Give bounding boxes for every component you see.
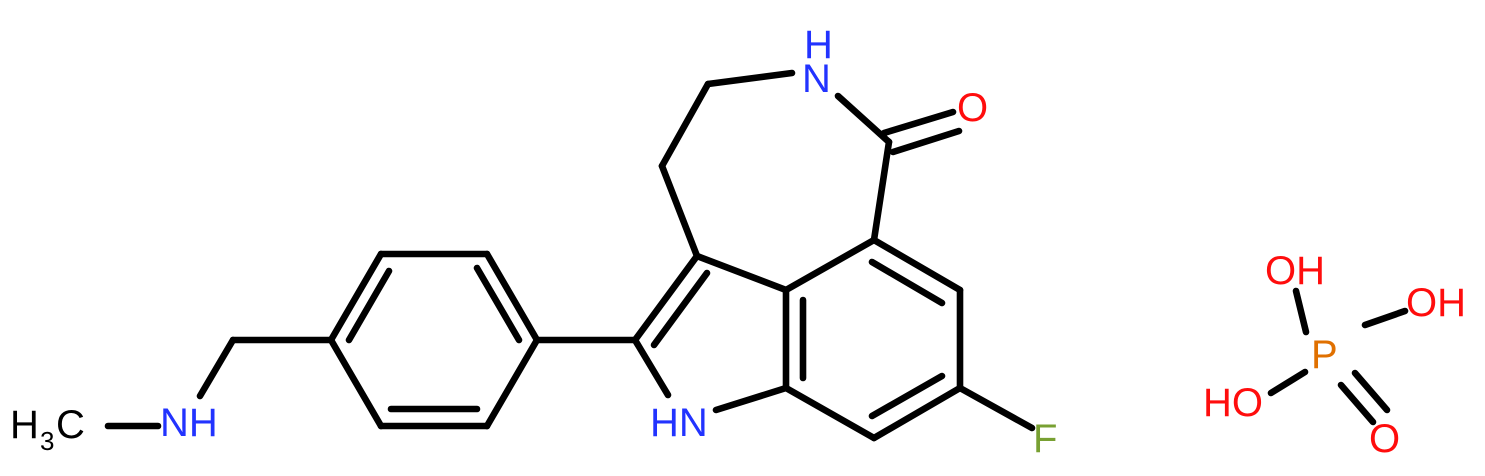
phosphate-ho-left-label: HO bbox=[1203, 381, 1263, 425]
phosphorus-label: P bbox=[1311, 333, 1338, 377]
bond bbox=[870, 138, 893, 244]
methyl-h-label: H bbox=[10, 403, 39, 447]
bond bbox=[712, 384, 790, 414]
bond bbox=[870, 384, 964, 442]
bond bbox=[483, 250, 541, 344]
atom-labels: H N O HN F NH H 3 C OH OH P HO O bbox=[10, 23, 1466, 461]
bond bbox=[658, 162, 701, 260]
bond-lines bbox=[104, 69, 1409, 442]
bond bbox=[956, 384, 1036, 432]
bond bbox=[327, 250, 385, 344]
phosphate-oh-right-label: OH bbox=[1406, 281, 1466, 325]
amine-nh-label: NH bbox=[160, 401, 218, 445]
fluorine-label: F bbox=[1033, 417, 1057, 461]
bond bbox=[880, 108, 957, 137]
carbonyl-o-label: O bbox=[957, 86, 988, 130]
amide-h-label: H bbox=[804, 23, 833, 67]
phosphate-oh-top-label: OH bbox=[1265, 249, 1325, 293]
bond bbox=[658, 80, 712, 170]
bond bbox=[782, 236, 878, 294]
bond bbox=[650, 269, 711, 349]
bond bbox=[889, 127, 963, 156]
bond bbox=[1361, 307, 1409, 329]
bond bbox=[631, 252, 701, 344]
amide-n-label: N bbox=[802, 57, 831, 101]
bond bbox=[631, 336, 672, 399]
bond bbox=[483, 336, 541, 430]
bond bbox=[473, 264, 523, 344]
bond bbox=[1292, 287, 1310, 336]
bond bbox=[868, 372, 946, 420]
bond bbox=[868, 258, 946, 307]
bond bbox=[834, 92, 893, 146]
bond bbox=[704, 69, 796, 88]
phosphate-o-double-label: O bbox=[1369, 417, 1400, 461]
bond bbox=[870, 236, 964, 294]
bond bbox=[327, 336, 385, 430]
bond bbox=[196, 336, 237, 400]
bond bbox=[693, 252, 790, 294]
methyl-c-label: C bbox=[56, 403, 85, 447]
bond bbox=[1267, 368, 1309, 397]
methyl-subscript-label: 3 bbox=[40, 426, 54, 456]
bond bbox=[1337, 381, 1377, 426]
indole-nh-label: HN bbox=[650, 401, 708, 445]
bond bbox=[782, 384, 878, 442]
bond bbox=[1351, 369, 1391, 414]
bond bbox=[345, 267, 393, 344]
